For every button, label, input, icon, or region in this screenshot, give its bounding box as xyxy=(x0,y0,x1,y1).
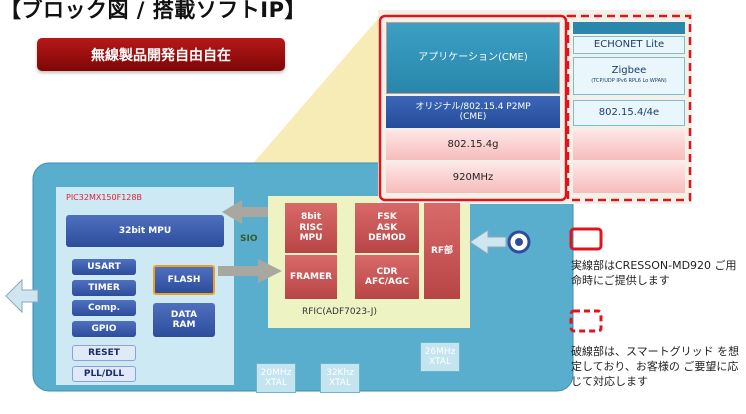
mcu-name: PIC32MX150F128B xyxy=(66,193,142,202)
stack-920mhz-ext xyxy=(573,163,685,193)
pll-block: PLL/DLL xyxy=(72,366,136,382)
zigbee-sub: (TCP/UDP IPv6 RPL6 Lo WPAN) xyxy=(591,78,667,84)
stack-top-bar xyxy=(573,22,685,34)
rfic-risc-block: 8bit RISC MPU xyxy=(285,203,337,253)
legend-solid-text: 実線部はCRESSON-MD920 ご用命時にご提供します xyxy=(571,259,737,287)
legend-solid-box xyxy=(569,227,603,251)
stack-920mhz: 920MHz xyxy=(386,163,560,193)
stack-802154e: 802.15.4/4e xyxy=(573,100,685,126)
reset-block: RESET xyxy=(72,345,136,361)
flash-block: FLASH xyxy=(153,265,215,295)
dashed-border xyxy=(566,14,692,202)
zigbee-label: Zigbee xyxy=(611,65,647,76)
xtal-26mhz: 26MHz XTAL xyxy=(420,342,460,372)
stack-echonet: ECHONET Lite xyxy=(573,36,685,54)
stack-app: アプリケーション(CME) xyxy=(386,22,560,94)
arrow-antenna xyxy=(469,229,507,255)
arrow-sio-left xyxy=(222,200,268,224)
stack-802154g-ext xyxy=(573,130,685,160)
solid-border xyxy=(378,14,568,202)
xtal-20mhz: 20MHz XTAL xyxy=(256,363,296,393)
mpu-block: 32bit MPU xyxy=(66,215,224,247)
legend-dashed-box xyxy=(569,309,603,333)
stack-zigbee: Zigbee (TCP/UDP IPv6 RPL6 Lo WPAN) xyxy=(573,57,685,95)
arrow-flash-right xyxy=(218,259,282,283)
arrow-left-external xyxy=(5,278,39,314)
rfic-name: RFIC(ADF7023-J) xyxy=(302,307,377,317)
gpio-block: GPIO xyxy=(72,321,136,337)
data-ram-block: DATA RAM xyxy=(153,303,215,337)
banner: 無線製品開発自由自在 xyxy=(37,38,285,71)
sio-label: SIO xyxy=(240,234,258,244)
legend-dashed-text: 破線部は、スマートグリッド を想定しており、お客様の ご要望に応じて対応します xyxy=(571,345,740,388)
xtal-32khz: 32Khz XTAL xyxy=(320,363,360,393)
comp-block: Comp. xyxy=(72,300,136,316)
rf-block: RF部 xyxy=(424,203,460,299)
stack-802154g: 802.15.4g xyxy=(386,130,560,160)
modem-block: FSK ASK DEMOD xyxy=(355,203,419,253)
antenna-center xyxy=(515,238,523,246)
usart-block: USART xyxy=(72,259,136,275)
stack-original: オリジナル/802.15.4 P2MP (CME) xyxy=(386,96,560,128)
timer-block: TIMER xyxy=(72,280,136,296)
cdr-block: CDR AFC/AGC xyxy=(355,255,419,299)
page-title: 【ブロック図 / 搭載ソフトIP】 xyxy=(0,0,306,22)
framer-block: FRAMER xyxy=(285,255,337,299)
